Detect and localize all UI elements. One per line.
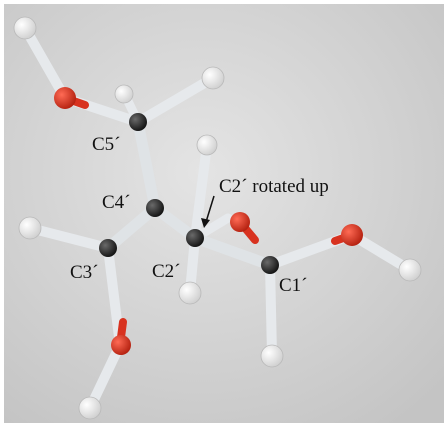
label-c5: C5´ — [92, 134, 121, 155]
label-c2: C2´ — [152, 261, 181, 282]
photo-backdrop — [4, 4, 444, 423]
callout-arrowhead — [201, 218, 210, 228]
callout-arrow — [205, 195, 215, 223]
carbon-atoms — [99, 113, 279, 274]
hydrogen-atoms — [13, 16, 422, 420]
label-c3: C3´ — [70, 262, 99, 283]
label-c4: C4´ — [102, 192, 131, 213]
bonds — [20, 23, 415, 413]
label-c2-rotated-up: C2´ rotated up — [219, 176, 329, 197]
oxygen-atoms — [54, 87, 363, 355]
label-c1: C1´ — [279, 275, 308, 296]
